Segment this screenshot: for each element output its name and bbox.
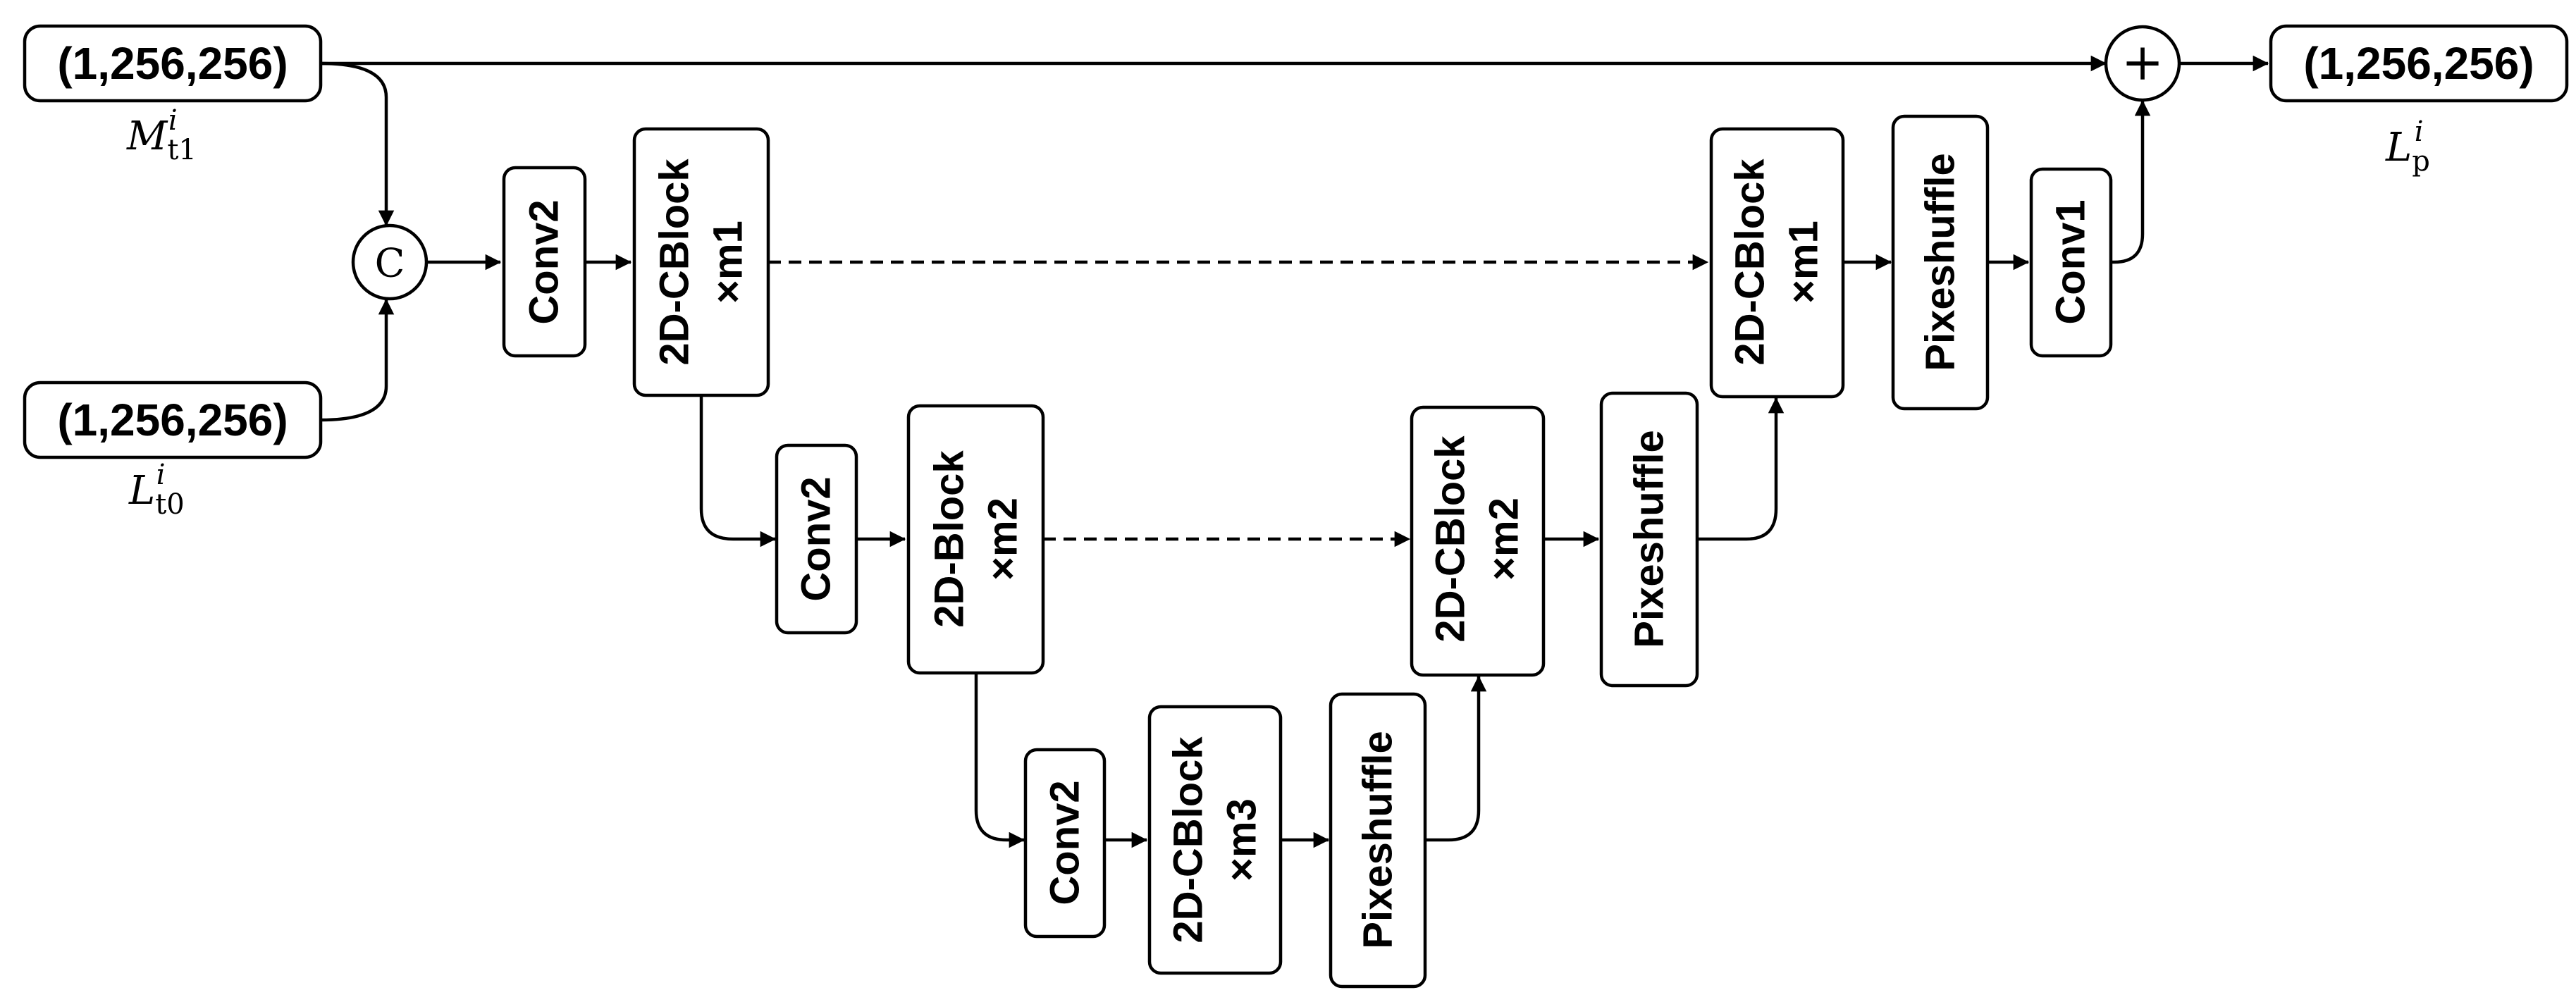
conv2-level1-label: Conv2 <box>522 199 567 324</box>
block-level3-name: 2D-CBlock <box>1166 736 1212 944</box>
top-input-to-concat <box>320 61 395 227</box>
bottom-input-to-concat <box>320 298 395 422</box>
input-top-symbol: M <box>126 113 168 159</box>
input-top-shape: (1,256,256) <box>57 38 288 89</box>
output-label: Lpi <box>2385 116 2430 178</box>
input-top: (1,256,256) <box>23 24 323 103</box>
output-subscript: p <box>2412 145 2430 178</box>
pixelshuffle-level2: Pixeshuffle <box>1599 391 1699 688</box>
dec-block-level1-repeat: ×m1 <box>1781 221 1827 304</box>
output-shape: (1,256,256) <box>2303 38 2534 89</box>
conv2-level3-label: Conv2 <box>1042 780 1088 905</box>
concat-symbol: C <box>375 241 405 287</box>
dec-block-level2-name: 2D-CBlock <box>1428 435 1474 643</box>
enc-block-level1-name: 2D-CBlock <box>652 159 698 366</box>
block-level3: 2D-CBlock ×m3 <box>1147 705 1283 975</box>
pixelshuffle-level2-label: Pixeshuffle <box>1627 430 1672 648</box>
dec-block-level2: 2D-CBlock ×m2 <box>1410 405 1546 677</box>
add-operator: + <box>2104 25 2181 102</box>
input-bottom-label: Lt0i <box>128 459 185 521</box>
input-bottom-shape: (1,256,256) <box>57 395 288 445</box>
output-superscript: i <box>2415 116 2424 148</box>
conv2-level3: Conv2 <box>1023 748 1107 939</box>
input-bottom-symbol: L <box>128 468 155 514</box>
concat-operator: C <box>351 223 429 301</box>
pixelshuffle-level3-label: Pixeshuffle <box>1355 731 1401 948</box>
input-bottom: (1,256,256) <box>23 381 323 459</box>
block-l2-to-conv2-l3 <box>974 673 1025 848</box>
conv2-level1: Conv2 <box>502 166 587 358</box>
add-symbol: + <box>2121 32 2164 92</box>
pixelshuffle-level1-label: Pixeshuffle <box>1918 153 1964 371</box>
input-top-superscript: i <box>168 104 178 137</box>
conv1-label: Conv1 <box>2048 199 2094 324</box>
block-l1-to-conv2-l2 <box>699 396 777 548</box>
dec-block-level1-name: 2D-CBlock <box>1727 159 1773 366</box>
shuffle-l3-to-dec-block-l2 <box>1425 675 1487 842</box>
enc-block-level1: 2D-CBlock ×m1 <box>632 127 770 397</box>
input-top-label: Mt1i <box>126 104 197 166</box>
input-bottom-subscript: t0 <box>155 488 185 521</box>
dec-block-level1: 2D-CBlock ×m1 <box>1709 127 1845 399</box>
input-top-subscript: t1 <box>167 134 197 166</box>
conv2-level2: Conv2 <box>775 443 858 635</box>
enc-block-level2-repeat: ×m2 <box>980 497 1026 581</box>
pixelshuffle-level3: Pixeshuffle <box>1329 692 1427 989</box>
pixelshuffle-level1: Pixeshuffle <box>1891 114 1990 411</box>
dec-block-level2-repeat: ×m2 <box>1481 497 1527 581</box>
conv1-to-add <box>2111 99 2151 264</box>
output-symbol: L <box>2385 125 2412 171</box>
enc-block-level1-repeat: ×m1 <box>705 221 751 304</box>
connectors <box>320 55 2269 848</box>
shuffle-l2-to-dec-block-l1 <box>1697 397 1785 541</box>
conv1: Conv1 <box>2029 167 2113 358</box>
enc-block-level2-name: 2D-Block <box>927 450 973 628</box>
input-bottom-superscript: i <box>156 459 166 491</box>
conv2-level2-label: Conv2 <box>794 476 839 601</box>
enc-block-level2: 2D-Block ×m2 <box>906 404 1045 675</box>
output: (1,256,256) <box>2269 24 2569 103</box>
block-level3-repeat: ×m3 <box>1219 798 1265 882</box>
